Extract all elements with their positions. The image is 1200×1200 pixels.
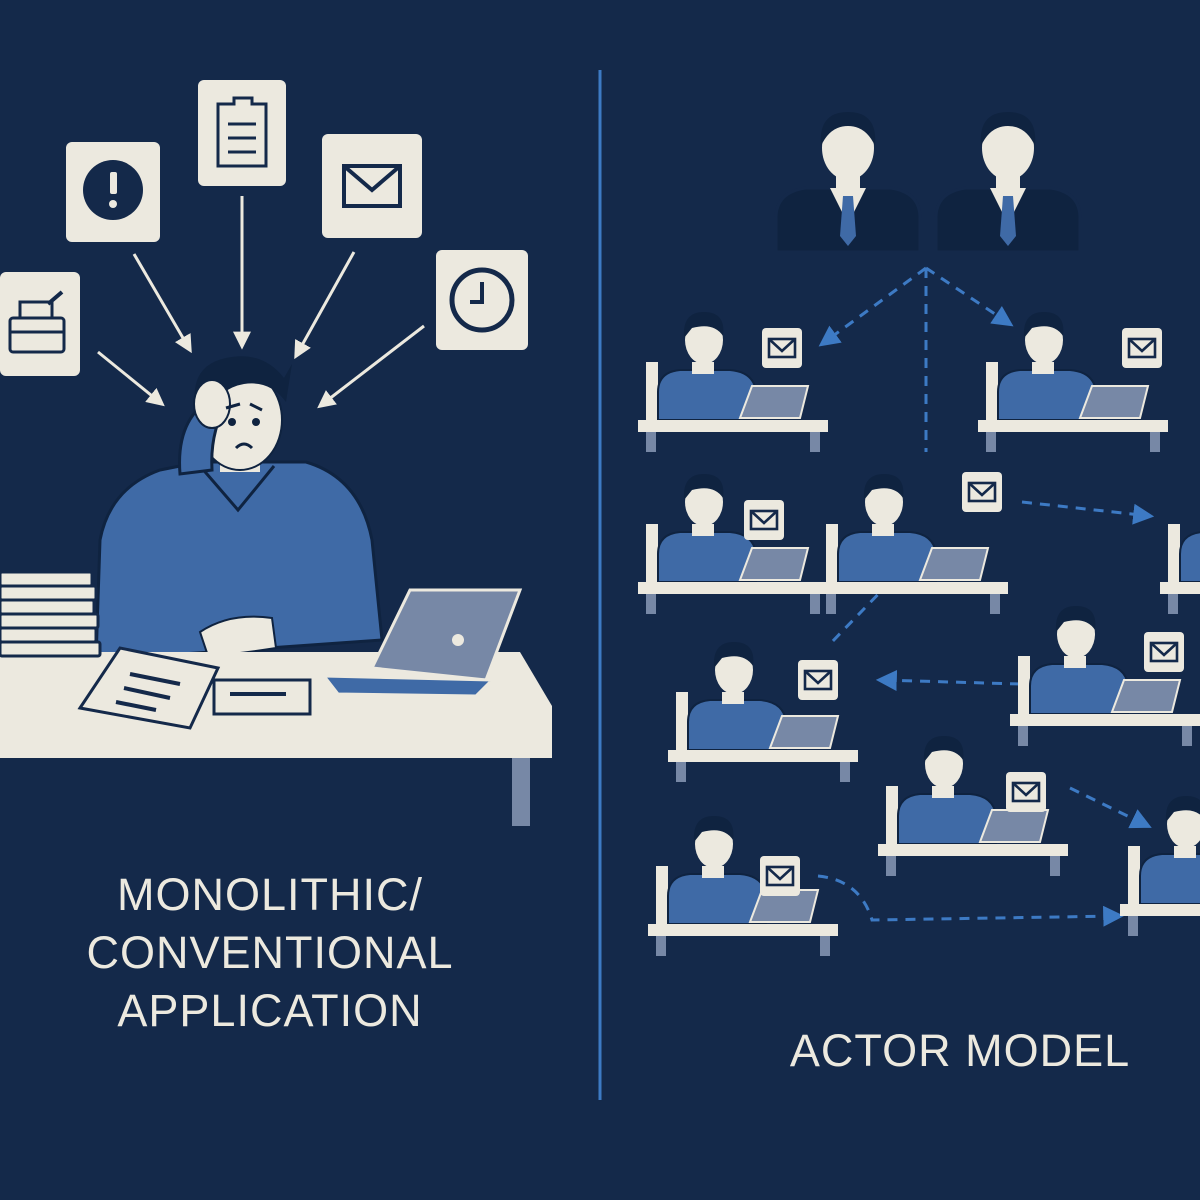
manager-figure: [774, 110, 922, 254]
left-caption-line: MONOLITHIC/: [116, 869, 423, 920]
mail-icon: [742, 498, 786, 542]
right-caption: ACTOR MODEL: [789, 1025, 1131, 1076]
actors: [637, 311, 1200, 957]
document-icon: [198, 80, 286, 186]
mail-icon: [760, 326, 804, 370]
clock-icon: [436, 250, 528, 350]
laptop: [320, 588, 523, 698]
mail-icon: [322, 134, 422, 238]
alert-icon: [66, 142, 160, 242]
printer-icon: [0, 272, 80, 376]
left-caption-line: CONVENTIONAL: [86, 927, 454, 978]
actor-figure: [1009, 605, 1200, 747]
mail-icon: [1120, 326, 1164, 370]
mail-icon: [1142, 630, 1186, 674]
actor-figure: [647, 815, 839, 957]
actor-figure: [637, 473, 829, 615]
mail-icon: [758, 854, 802, 898]
mail-icon: [1004, 770, 1048, 814]
managers: [774, 110, 1082, 254]
task-arrows: [97, 196, 425, 409]
mail-icon: [960, 470, 1004, 514]
left-caption-line: APPLICATION: [117, 985, 423, 1036]
mail-icon: [796, 658, 840, 702]
loose-papers: [77, 646, 312, 730]
left-caption: MONOLITHIC/ CONVENTIONAL APPLICATION: [30, 866, 510, 1040]
message-arrows: [817, 266, 1155, 927]
paper-stack: [0, 570, 102, 658]
manager-figure: [934, 110, 1082, 254]
stressed-worker: [94, 356, 384, 662]
actor-figure: [1119, 795, 1200, 937]
actor-figure: [1159, 473, 1200, 615]
